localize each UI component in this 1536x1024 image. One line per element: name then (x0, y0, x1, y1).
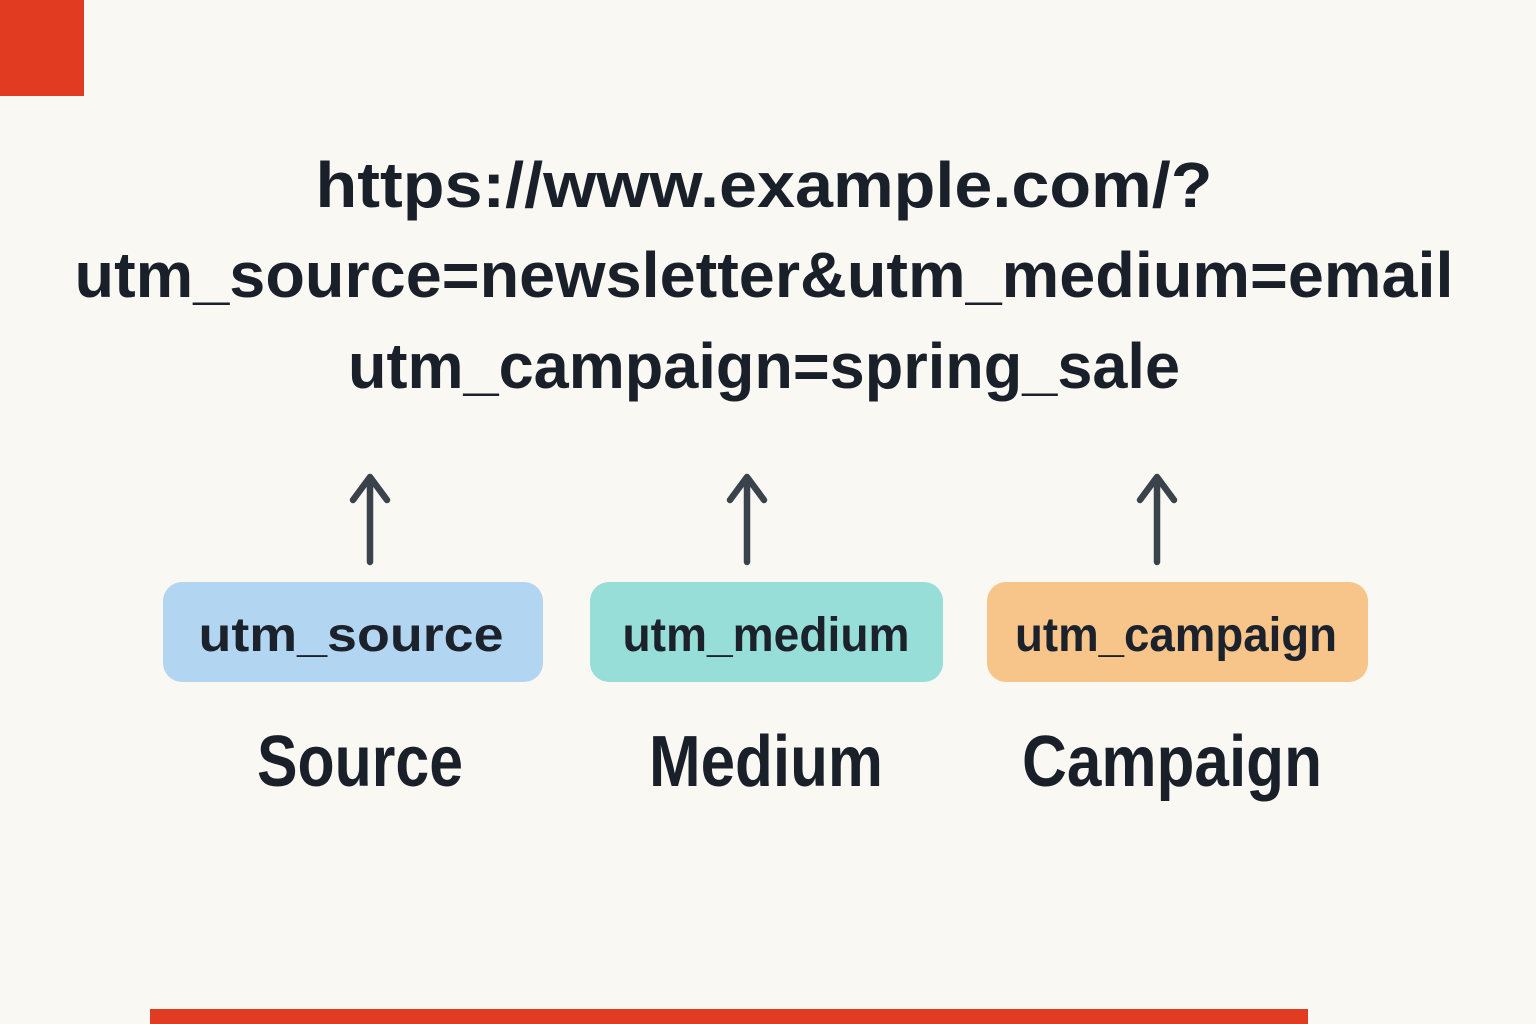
red-bottom-bar (150, 1009, 1308, 1024)
param-box-campaign (987, 582, 1368, 682)
arrow-up-icon (349, 473, 391, 566)
label-medium: Medium (649, 722, 883, 802)
url-line-2: utm_source=newsletter&utm_medium=email (75, 239, 1454, 311)
url-line-1: https://www.example.com/? (316, 149, 1213, 221)
url-line-3: utm_campaign=spring_sale (348, 330, 1180, 402)
param-tag-campaign: utm_campaign (1015, 609, 1337, 662)
arrows (349, 473, 1178, 566)
param-tag-source: utm_source (199, 609, 504, 662)
label-source: Source (257, 722, 463, 802)
label-campaign: Campaign (1022, 722, 1322, 802)
url-text-block: https://www.example.com/? utm_source=new… (75, 149, 1454, 402)
arrow-up-icon (726, 473, 768, 566)
param-boxes: utm_source utm_medium utm_campaign (163, 582, 1368, 682)
param-box-source (163, 582, 543, 682)
red-corner-mark (0, 0, 84, 96)
param-tag-medium: utm_medium (623, 609, 910, 662)
category-labels: Source Medium Campaign (257, 722, 1322, 802)
arrow-up-icon (1136, 473, 1178, 566)
param-box-medium (590, 582, 943, 682)
